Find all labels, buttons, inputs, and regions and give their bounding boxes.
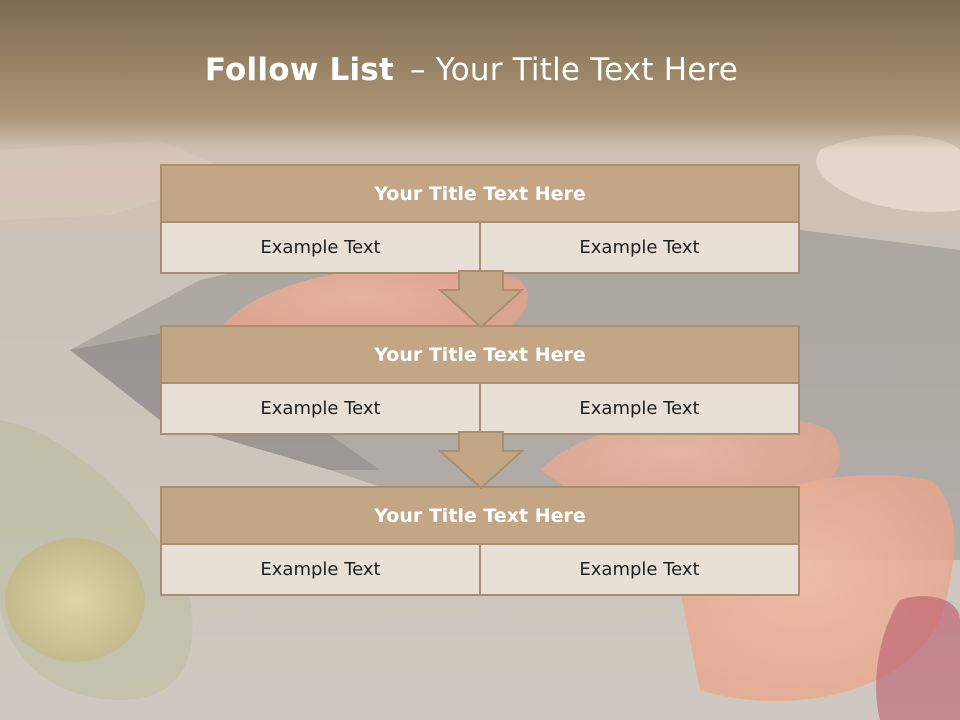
step-row: Example Text Example Text [162,545,798,594]
step-row: Example Text Example Text [162,384,798,433]
step-cell-left: Example Text [260,237,381,258]
step-cell-right: Example Text [479,223,798,272]
slide-title-strong: Follow List [204,52,394,88]
step-cell-left: Example Text [260,398,381,419]
down-arrow-icon [438,431,524,489]
step-title: Your Title Text Here [162,166,798,223]
step-box-2: Your Title Text Here Example Text Exampl… [160,325,800,435]
step-box-1: Your Title Text Here Example Text Exampl… [160,164,800,274]
down-arrow-icon [438,270,524,328]
slide-title-rest: Your Title Text Here [435,52,739,88]
title-bar [0,0,960,150]
slide-title-dash: – [409,52,426,88]
step-cell-left: Example Text [260,559,381,580]
step-row: Example Text Example Text [162,223,798,272]
step-title: Your Title Text Here [162,488,798,545]
step-cell-right: Example Text [479,545,798,594]
slide-title: Follow List–Your Title Text Here [0,52,943,88]
step-title: Your Title Text Here [162,327,798,384]
step-box-3: Your Title Text Here Example Text Exampl… [160,486,800,596]
step-cell-right: Example Text [479,384,798,433]
